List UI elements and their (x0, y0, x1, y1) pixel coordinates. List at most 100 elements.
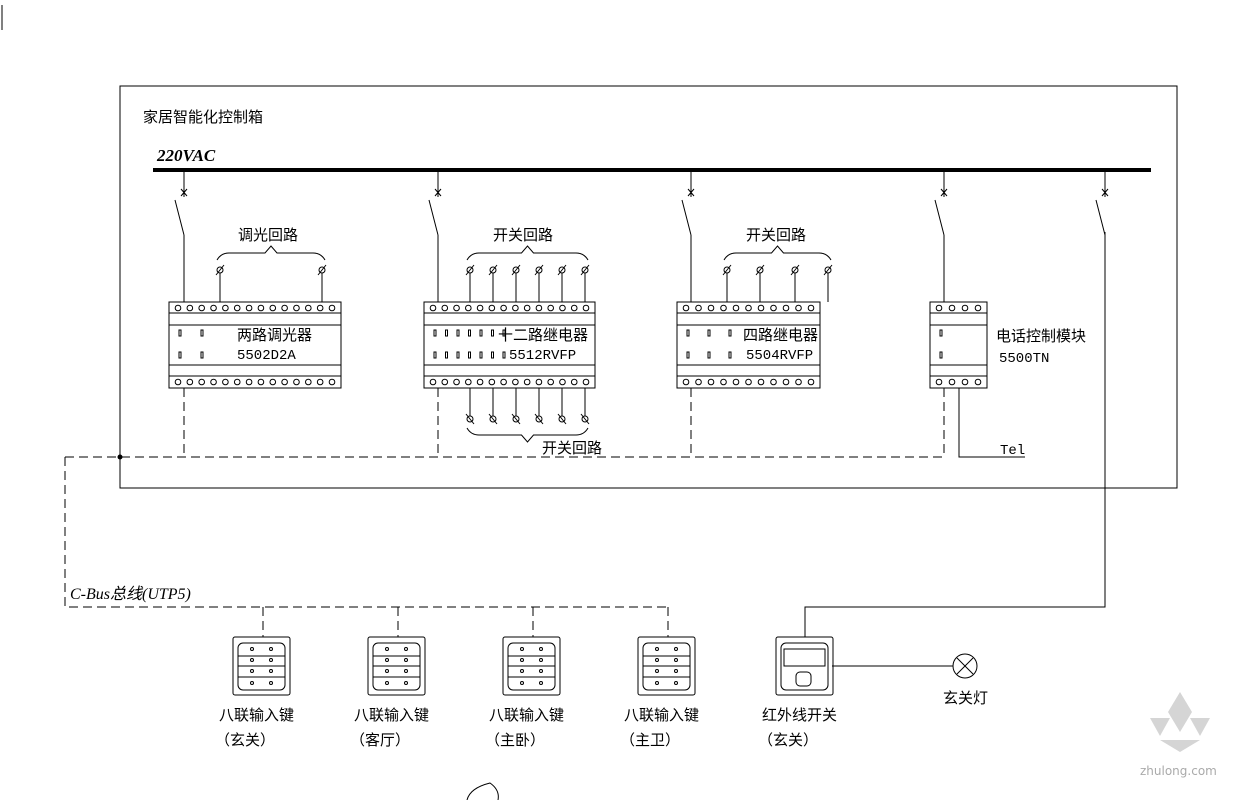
module-2 (423, 245, 596, 443)
key-led (269, 658, 273, 662)
modules (168, 245, 988, 443)
terminal (305, 378, 312, 386)
terminal (222, 304, 229, 312)
terminal (198, 304, 205, 312)
output-terminal (581, 415, 589, 423)
terminal (974, 378, 982, 386)
terminal (682, 304, 690, 312)
terminal (453, 304, 460, 312)
terminal (559, 304, 566, 312)
output-terminal-mark (534, 264, 544, 276)
terminal (547, 378, 554, 386)
key-led (520, 647, 524, 651)
terminal (293, 304, 300, 312)
device-location: （客厅） (350, 731, 410, 749)
key-led (250, 669, 254, 673)
output-terminal-mark (790, 264, 800, 276)
eight-key-input-panel: 八联输入键 （客厅） (350, 636, 429, 749)
output-terminal (791, 266, 799, 274)
terminal (293, 378, 300, 386)
module-2-circuit-label: 开关回路 (493, 226, 553, 244)
device-frame (232, 636, 291, 696)
terminal (695, 304, 702, 312)
terminal (807, 378, 815, 386)
indicator (456, 351, 460, 359)
key-led (385, 669, 389, 673)
key-led (674, 681, 678, 685)
terminal (770, 378, 777, 386)
module-2-model: 5512RVFP (509, 348, 576, 364)
indicator (686, 329, 690, 337)
output-terminal-mark (511, 264, 521, 276)
eight-key-input-panel: 八联输入键（主卫） (620, 636, 699, 749)
terminal (559, 378, 566, 386)
module-4 (929, 301, 988, 389)
output-terminal (756, 266, 764, 274)
indicator (479, 351, 483, 359)
terminal (476, 304, 484, 312)
terminal (429, 304, 437, 312)
terminal (547, 304, 554, 312)
output-terminal-mark (580, 413, 590, 425)
indicator (728, 351, 732, 359)
module-body (676, 301, 821, 389)
output-terminal-mark (823, 264, 833, 276)
tel-label: Tel (1000, 443, 1025, 459)
terminal (186, 304, 194, 312)
output-terminal (489, 266, 497, 274)
indicator (468, 351, 471, 359)
key-led (674, 658, 678, 662)
tel-line (958, 388, 1025, 458)
infrared-switch: 红外线开关（玄关） (758, 636, 837, 749)
terminal (316, 378, 324, 386)
terminal (720, 378, 727, 386)
indicator (468, 329, 471, 337)
terminal (720, 304, 727, 312)
indicator (456, 329, 460, 337)
module-1-circuit-label: 调光回路 (238, 226, 298, 244)
output-terminal (466, 266, 474, 274)
device-name: 八联输入键 (354, 706, 429, 724)
module-body (168, 301, 342, 389)
terminal (782, 378, 790, 386)
module-1 (168, 245, 342, 389)
terminal (570, 378, 578, 386)
indicator (178, 329, 182, 337)
breaker-symbol (174, 170, 188, 236)
output-terminal-mark (722, 264, 732, 276)
key-led (655, 681, 659, 685)
terminal (732, 378, 740, 386)
brace (216, 245, 326, 261)
terminal (935, 378, 943, 386)
terminal (582, 378, 590, 386)
indicator (200, 329, 204, 337)
indicator (939, 329, 943, 337)
module-body (423, 301, 596, 389)
terminal (707, 304, 715, 312)
indicator (707, 351, 711, 359)
power-label: 220VAC (156, 146, 216, 165)
key-led (520, 658, 524, 662)
device-frame (367, 636, 426, 696)
key-led (269, 681, 273, 685)
terminal (500, 304, 507, 312)
watermark-text: zhulong.com (1140, 764, 1217, 778)
module-3-circuit-label: 开关回路 (746, 226, 806, 244)
output-terminal (558, 266, 566, 274)
key-led (655, 669, 659, 673)
devices: 八联输入键（玄关）八联输入键（客厅）八联输入键（主卧）八联输入键（主卫）红外线开… (215, 636, 837, 749)
output-terminal (535, 415, 543, 423)
terminal (476, 378, 484, 386)
module-3 (676, 245, 833, 389)
terminal (488, 378, 496, 386)
device-location: （玄关） (215, 731, 275, 749)
terminal (198, 378, 205, 386)
output-terminal (824, 266, 832, 274)
key-led (250, 681, 254, 685)
terminal (757, 378, 765, 386)
module-body (929, 301, 988, 389)
output-terminal-mark (488, 413, 498, 425)
indicator (686, 351, 690, 359)
device-name: 八联输入键 (624, 706, 699, 724)
